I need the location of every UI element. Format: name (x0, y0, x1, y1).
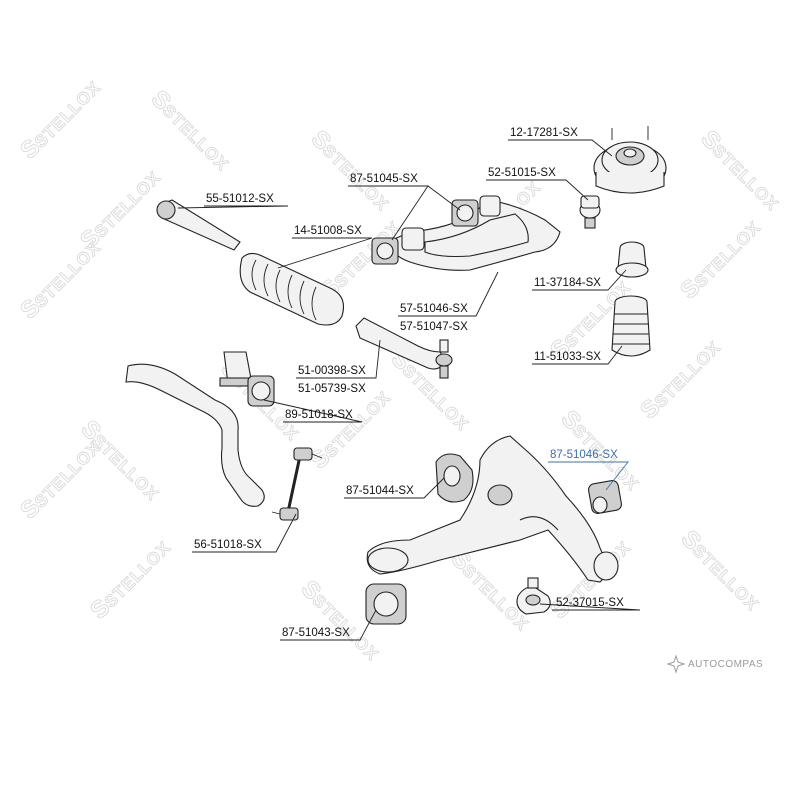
label-51-00398[interactable]: 51-00398-SX (298, 365, 366, 377)
stabilizer-link (271, 447, 323, 521)
label-55-51012[interactable]: 55-51012-SX (206, 193, 274, 205)
svg-text:STELLOX: STELLOX (88, 431, 162, 505)
svg-text:STELLOX: STELLOX (651, 338, 725, 412)
label-87-51046[interactable]: 87-51046-SX (550, 449, 618, 461)
svg-text:STELLOX: STELLOX (398, 361, 472, 435)
inner-tie-rod (156, 199, 241, 251)
leader-lines (177, 139, 641, 641)
label-57-51046[interactable]: 57-51046-SX (400, 303, 468, 315)
label-11-37184[interactable]: 11-37184-SX (534, 277, 601, 289)
svg-text:STELLOX: STELLOX (708, 141, 782, 215)
label-52-37015[interactable]: 52-37015-SX (556, 597, 624, 609)
label-57-51047[interactable]: 57-51047-SX (400, 321, 468, 333)
tie-rod-end (355, 317, 453, 379)
label-12-17281[interactable]: 12-17281-SX (510, 127, 578, 139)
svg-text:STELLOX: STELLOX (691, 218, 765, 292)
svg-text:STELLOX: STELLOX (321, 388, 395, 462)
upper-control-arm (371, 195, 561, 271)
brand-text: AUTOCOMPAS (688, 659, 763, 670)
svg-text:STELLOX: STELLOX (101, 538, 175, 612)
svg-text:STELLOX: STELLOX (31, 78, 105, 152)
label-87-51045[interactable]: 87-51045-SX (350, 173, 418, 185)
strut-dust-boot (611, 295, 651, 357)
lower-control-arm (366, 435, 619, 583)
label-51-05739[interactable]: 51-05739-SX (298, 383, 366, 395)
stabilizer-bar (125, 363, 265, 507)
svg-text:STELLOX: STELLOX (158, 101, 232, 175)
label-87-51043[interactable]: 87-51043-SX (282, 627, 350, 639)
part-labels: 12-17281-SX 52-51015-SX 87-51045-SX 55-5… (194, 127, 624, 639)
svg-text:STELLOX: STELLOX (688, 541, 762, 615)
bump-stop (615, 241, 649, 278)
steering-rack-boot (239, 252, 345, 326)
brand-star-icon (666, 654, 686, 674)
label-87-51044[interactable]: 87-51044-SX (346, 485, 414, 497)
label-14-51008[interactable]: 14-51008-SX (294, 225, 362, 237)
label-52-51015[interactable]: 52-51015-SX (488, 167, 556, 179)
lower-arm-front-bushing (435, 453, 474, 503)
brand-logo: AUTOCOMPAS (666, 654, 763, 674)
lower-arm-hydro-bushing (365, 583, 407, 625)
label-11-51033[interactable]: 11-51033-SX (534, 351, 601, 363)
svg-text:STELLOX: STELLOX (91, 168, 165, 242)
strut-mount (593, 126, 667, 194)
upper-ball-joint (579, 195, 601, 229)
label-89-51018[interactable]: 89-51018-SX (285, 409, 353, 421)
lower-ball-joint (516, 577, 551, 615)
lower-arm-rear-bushing (588, 480, 622, 514)
stabilizer-bushing (247, 375, 275, 407)
label-56-51018[interactable]: 56-51018-SX (194, 539, 262, 551)
